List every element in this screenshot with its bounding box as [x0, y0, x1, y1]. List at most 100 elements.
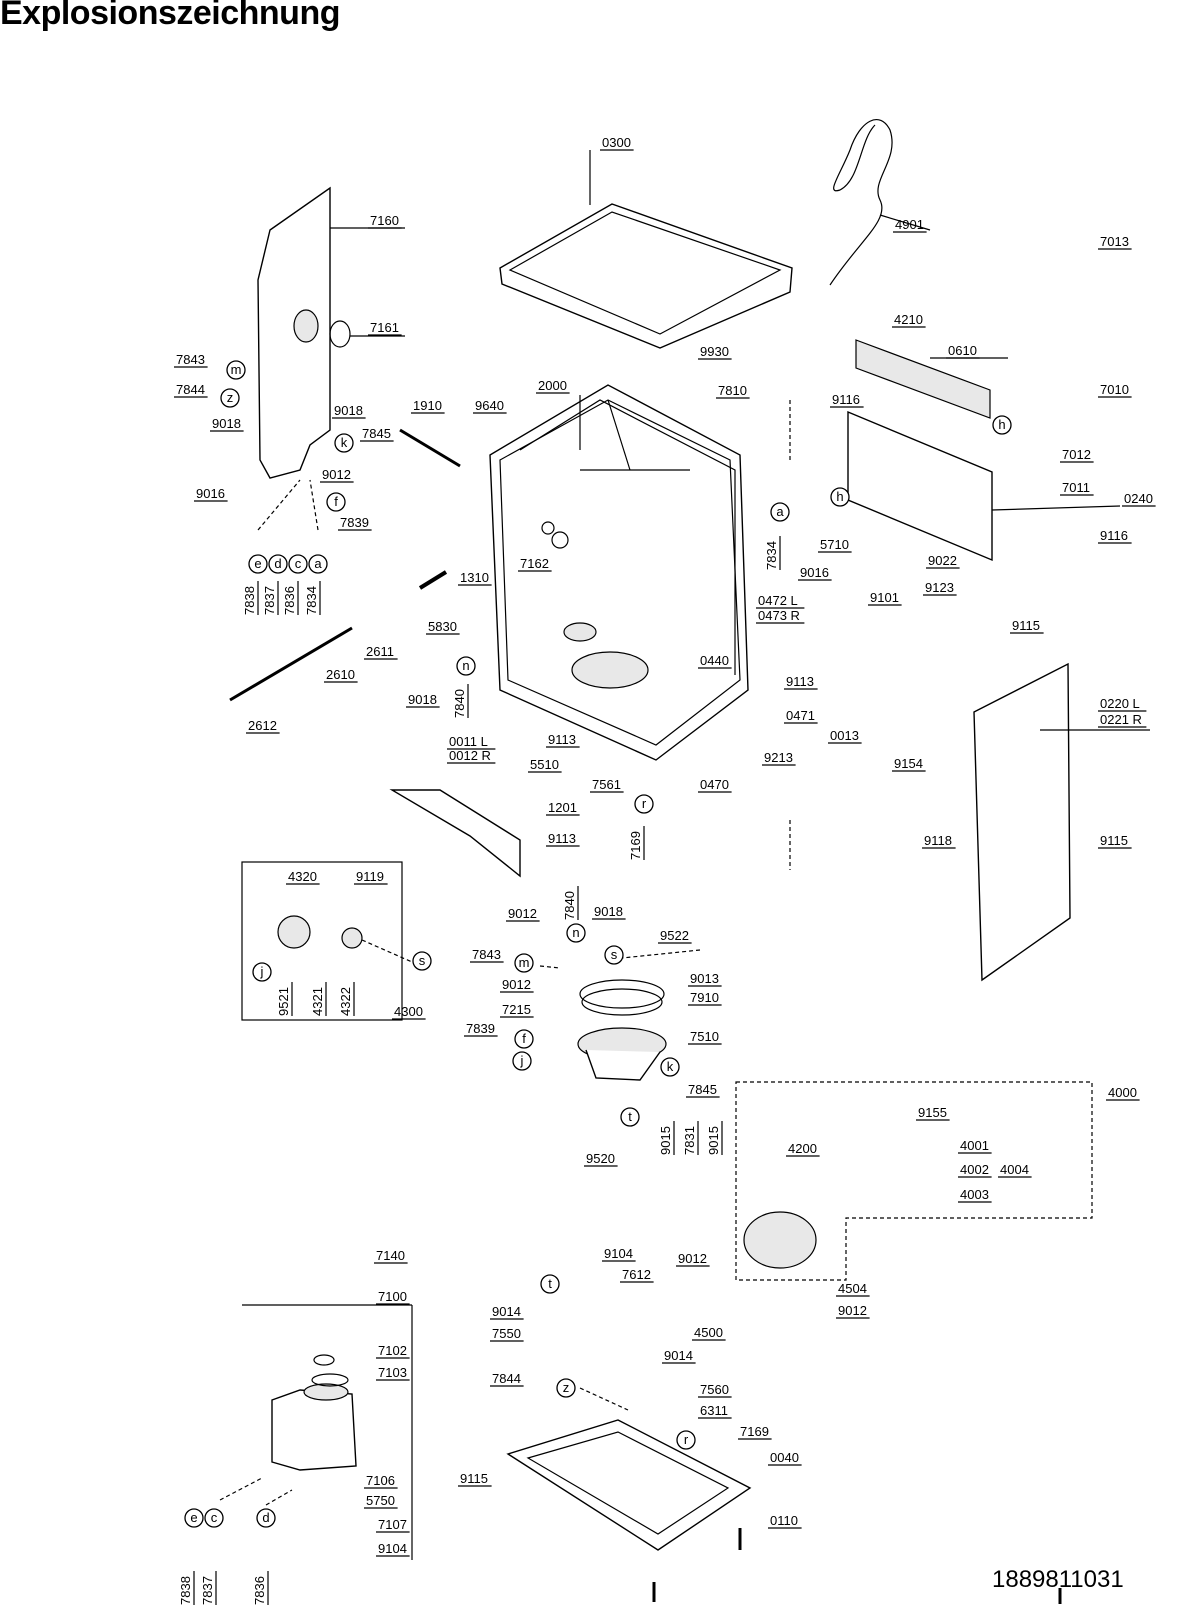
- callout-j2: j: [512, 1051, 532, 1071]
- part-label-2612: 2612: [248, 718, 277, 733]
- part-label-7839a: 7839: [340, 515, 369, 530]
- callout-letter: f: [334, 494, 338, 509]
- callout-h1: h: [992, 415, 1012, 435]
- callout-h2: h: [830, 487, 850, 507]
- vertical-label-7831: 7831: [682, 1126, 697, 1155]
- callout-circle: [456, 656, 476, 676]
- tub-part: [489, 384, 749, 761]
- part-label-9155: 9155: [918, 1105, 947, 1120]
- part-label-2000: 2000: [538, 378, 567, 393]
- callout-letter: t: [628, 1109, 632, 1124]
- part-label-7013: 7013: [1100, 234, 1129, 249]
- callout-circle: [992, 415, 1012, 435]
- callout-circle: [308, 554, 328, 574]
- callout-circle: [830, 487, 850, 507]
- callout-circle: [226, 360, 246, 380]
- callout-t2: t: [540, 1274, 560, 1294]
- part-label-9018a: 9018: [334, 403, 363, 418]
- part-label-9104a: 9104: [604, 1246, 633, 1261]
- callout-letter: k: [341, 435, 348, 450]
- vertical-label-7836b: 7836: [252, 1576, 267, 1605]
- callout-circle: [604, 945, 624, 965]
- callout-letter: r: [642, 796, 647, 811]
- callout-circle: [514, 953, 534, 973]
- part-label-1910: 1910: [413, 398, 442, 413]
- page-title: Explosionszeichnung: [0, 0, 340, 32]
- part-label-5510: 5510: [530, 757, 559, 772]
- callout-m1: m: [226, 360, 246, 380]
- document-number: 1889811031: [992, 1566, 1124, 1593]
- callout-circle: [412, 951, 432, 971]
- callout-c1: c: [288, 554, 308, 574]
- part-label-4500: 4500: [694, 1325, 723, 1340]
- callout-f1: f: [326, 492, 346, 512]
- part-label-7100: 7100: [378, 1289, 407, 1304]
- callout-letter: f: [522, 1031, 526, 1046]
- callout-letter: r: [684, 1432, 689, 1447]
- part-label-0240: 0240: [1124, 491, 1153, 506]
- part-label-6311: 6311: [700, 1403, 728, 1418]
- part-label-9022: 9022: [928, 553, 957, 568]
- callout-c2: c: [204, 1508, 224, 1528]
- callout-letter: j: [520, 1053, 524, 1068]
- part-label-0013: 0013: [830, 728, 859, 743]
- vertical-label-7840a: 7840: [452, 689, 467, 718]
- part-label-7140: 7140: [376, 1248, 405, 1263]
- part-label-7510: 7510: [690, 1029, 719, 1044]
- part-label-7161: 7161: [370, 320, 399, 335]
- callout-e1: e: [248, 554, 268, 574]
- part-label-7169a: 7169: [740, 1424, 769, 1439]
- part-label-2610: 2610: [326, 667, 355, 682]
- vertical-label-4321: 4321: [310, 987, 325, 1016]
- part-label-9113a: 9113: [786, 674, 814, 689]
- vertical-label-7836a: 7836: [282, 586, 297, 615]
- part-label-9118: 9118: [924, 833, 952, 848]
- part-label-9104b: 9104: [378, 1541, 407, 1556]
- callout-letter: e: [190, 1510, 197, 1525]
- callout-letter: e: [254, 556, 261, 571]
- vertical-label-4322: 4322: [338, 987, 353, 1016]
- callout-circle: [220, 388, 240, 408]
- callout-letter: c: [211, 1510, 218, 1525]
- callout-circle: [512, 1051, 532, 1071]
- part-label-9640: 9640: [475, 398, 504, 413]
- part-label-4504: 4504: [838, 1281, 867, 1296]
- part-label-4004: 4004: [1000, 1162, 1029, 1177]
- part-label-0012: 0012 R: [449, 748, 491, 763]
- part-label-9013: 9013: [690, 971, 719, 986]
- part-label-7103: 7103: [378, 1365, 407, 1380]
- callout-circle: [634, 794, 654, 814]
- callout-circle: [256, 1508, 276, 1528]
- part-number-labels: 0300490170137160716142100610993078432000…: [174, 135, 1156, 1557]
- callout-letter: n: [462, 658, 469, 673]
- part-label-7612: 7612: [622, 1267, 651, 1282]
- part-label-0040: 0040: [770, 1450, 799, 1465]
- callout-letter: z: [227, 390, 234, 405]
- part-label-9012c: 9012: [502, 977, 531, 992]
- part-label-4003: 4003: [960, 1187, 989, 1202]
- part-label-4000: 4000: [1108, 1085, 1137, 1100]
- part-label-4210: 4210: [894, 312, 923, 327]
- callout-letter: z: [563, 1380, 570, 1395]
- callout-letter: a: [776, 504, 784, 519]
- part-label-7160: 7160: [370, 213, 399, 228]
- part-label-9113c: 9113: [548, 831, 576, 846]
- callout-s1: s: [604, 945, 624, 965]
- part-label-9101: 9101: [870, 590, 899, 605]
- part-label-9522: 9522: [660, 928, 689, 943]
- vertical-label-9015a: 9015: [658, 1126, 673, 1155]
- side-panel-part: [257, 186, 405, 479]
- part-label-9018c: 9018: [408, 692, 437, 707]
- part-label-9930: 9930: [700, 344, 729, 359]
- part-label-1201: 1201: [548, 800, 577, 815]
- callout-circle: [556, 1378, 576, 1398]
- part-label-9018d: 9018: [594, 904, 623, 919]
- part-label-1310: 1310: [460, 570, 489, 585]
- part-label-2611: 2611: [366, 644, 394, 659]
- part-label-0011: 0011 L: [449, 734, 488, 749]
- part-label-0300: 0300: [602, 135, 631, 150]
- part-label-4002: 4002: [960, 1162, 989, 1177]
- right-side-panel-part: [973, 662, 1150, 982]
- part-label-0220: 0220 L: [1100, 696, 1140, 711]
